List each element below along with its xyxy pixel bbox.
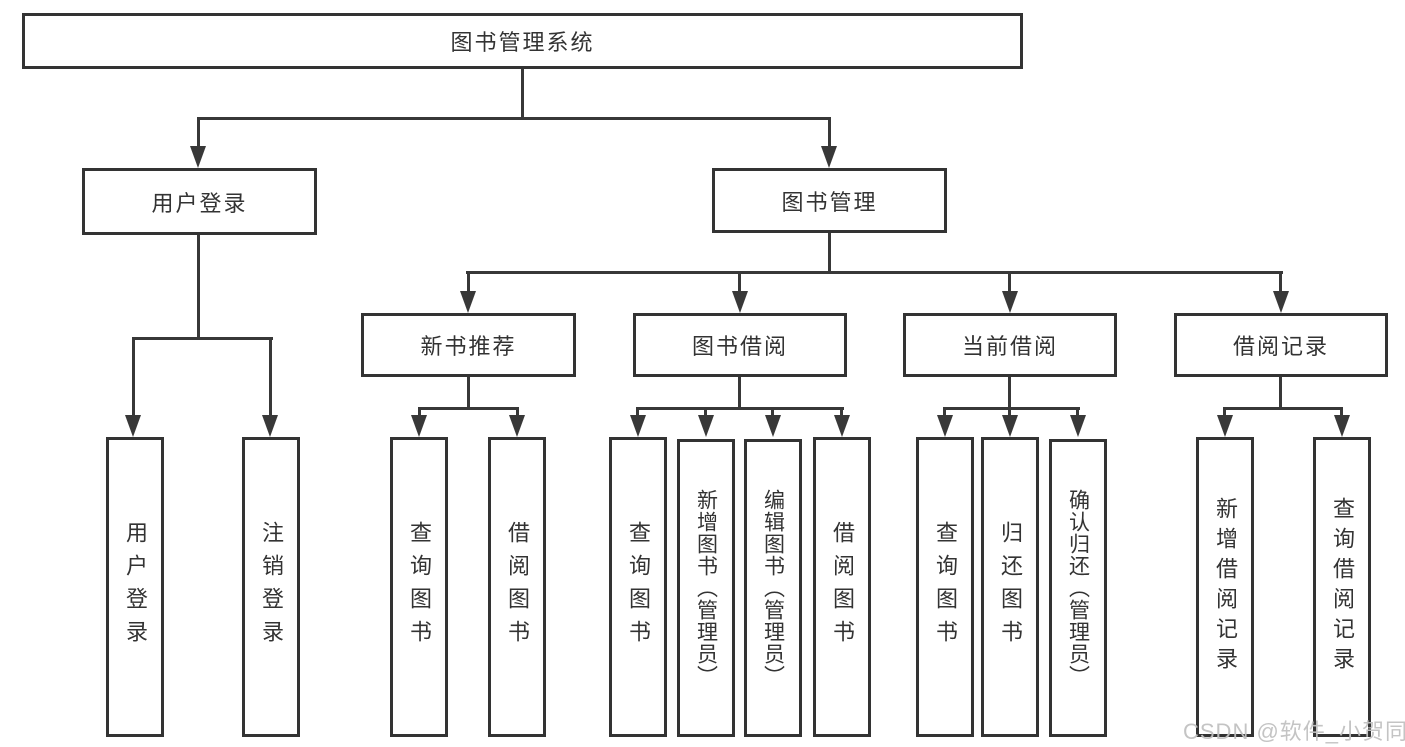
connector-root-stem (521, 69, 524, 117)
connector-records-split (1224, 407, 1343, 410)
connector-to-current (1008, 271, 1011, 293)
node-user-login: 用户登录 (82, 168, 317, 235)
arrow-down-icon (1002, 415, 1018, 437)
connector-recommend-split (418, 407, 519, 410)
node-root-system: 图书管理系统 (22, 13, 1023, 69)
arrow-down-icon (460, 291, 476, 313)
connector-borrow-split (637, 407, 844, 410)
connector-mgmt-split (466, 271, 1283, 274)
arrow-down-icon (765, 415, 781, 437)
arrow-down-icon (732, 291, 748, 313)
connector-leaf (704, 407, 707, 419)
connector-leaf (1340, 407, 1343, 419)
csdn-watermark: CSDN @软件_小贺同学 (1183, 719, 1405, 744)
leaf-current-query-book: 查询图书 (916, 437, 974, 737)
leaf-confirm-return-admin: 确认归还（管理员） (1049, 439, 1107, 737)
node-new-book-recommend: 新书推荐 (361, 313, 576, 377)
connector-leaf (516, 407, 519, 419)
connector-leaf (1076, 407, 1079, 419)
connector-to-records (1279, 271, 1282, 293)
connector-to-book-mgmt (828, 117, 831, 149)
leaf-recommend-query-book: 查询图书 (390, 437, 448, 737)
arrow-down-icon (1070, 415, 1086, 437)
arrow-down-icon (509, 415, 525, 437)
node-book-borrow: 图书借阅 (633, 313, 847, 377)
connector-to-leaf-logout (269, 337, 272, 417)
arrow-down-icon (125, 415, 141, 437)
connector-records-stem (1279, 377, 1282, 409)
leaf-add-book-admin: 新增图书（管理员） (677, 439, 735, 737)
connector-leaf (771, 407, 774, 419)
leaf-return-book: 归还图书 (981, 437, 1039, 737)
connector-leaf (1008, 407, 1011, 419)
arrow-down-icon (698, 415, 714, 437)
connector-mgmt-stem (828, 233, 831, 273)
leaf-query-borrow-record: 查询借阅记录 (1313, 437, 1371, 737)
connector-leaf (636, 407, 639, 419)
connector-to-user-login (197, 117, 200, 149)
connector-to-borrow (738, 271, 741, 293)
arrow-down-icon (630, 415, 646, 437)
connector-user-stem (197, 235, 200, 339)
arrow-down-icon (1334, 415, 1350, 437)
connector-current-split (944, 407, 1080, 410)
leaf-borrow-book: 借阅图书 (813, 437, 871, 737)
arrow-down-icon (1273, 291, 1289, 313)
node-current-borrow: 当前借阅 (903, 313, 1117, 377)
connector-leaf (418, 407, 421, 419)
connector-to-leaf-login (132, 337, 135, 417)
connector-user-split (132, 337, 273, 340)
leaf-recommend-borrow-book: 借阅图书 (488, 437, 546, 737)
arrow-down-icon (411, 415, 427, 437)
connector-leaf (943, 407, 946, 419)
leaf-add-borrow-record: 新增借阅记录 (1196, 437, 1254, 737)
arrow-down-icon (1002, 291, 1018, 313)
connector-root-split (198, 117, 831, 120)
connector-recommend-stem (467, 377, 470, 409)
node-book-management: 图书管理 (712, 168, 947, 233)
arrow-down-icon (190, 146, 206, 168)
arrow-down-icon (834, 415, 850, 437)
arrow-down-icon (262, 415, 278, 437)
arrow-down-icon (1217, 415, 1233, 437)
leaf-edit-book-admin: 编辑图书（管理员） (744, 439, 802, 737)
connector-leaf (1223, 407, 1226, 419)
arrow-down-icon (821, 146, 837, 168)
arrow-down-icon (937, 415, 953, 437)
connector-to-recommend (467, 271, 470, 293)
node-borrow-records: 借阅记录 (1174, 313, 1388, 377)
leaf-logout: 注销登录 (242, 437, 300, 737)
leaf-borrow-query-book: 查询图书 (609, 437, 667, 737)
connector-leaf (840, 407, 843, 419)
connector-borrow-stem (738, 377, 741, 409)
leaf-user-login: 用户登录 (106, 437, 164, 737)
connector-current-stem (1008, 377, 1011, 409)
